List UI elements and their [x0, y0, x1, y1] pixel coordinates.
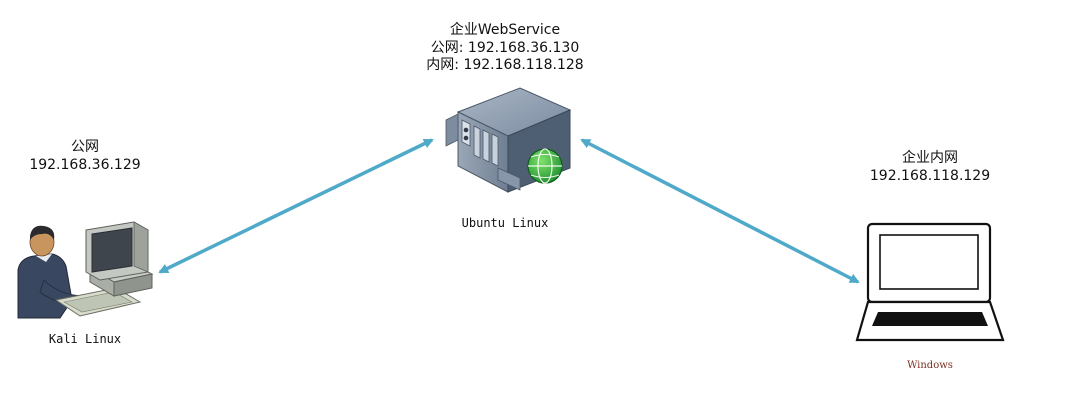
workstation-user-icon	[17, 221, 154, 319]
globe-icon	[527, 148, 563, 184]
client-network: 企业内网	[902, 150, 958, 166]
laptop-icon	[855, 222, 1005, 342]
server-internal-ip: 内网: 192.168.118.128	[426, 57, 584, 73]
server-icon	[445, 87, 572, 193]
link-attacker-server	[158, 138, 434, 274]
server-os-label: Ubuntu Linux	[461, 216, 549, 230]
client-label-group: 企业内网 192.168.118.129	[850, 150, 1010, 185]
attacker-os-label: Kali Linux	[48, 332, 122, 346]
attacker-label-group: 公网 192.168.36.129	[0, 139, 170, 174]
server-public-ip: 公网: 192.168.36.130	[430, 39, 580, 56]
attacker-network: 公网	[71, 139, 99, 155]
client-ip: 192.168.118.129	[869, 167, 991, 184]
server-title: 企业WebService	[449, 22, 561, 38]
attacker-ip: 192.168.36.129	[29, 156, 141, 173]
server-label-group: 企业WebService 公网: 192.168.36.130 内网: 192.…	[380, 22, 630, 75]
link-server-client	[580, 138, 860, 284]
client-os-label: Windows	[907, 360, 953, 371]
